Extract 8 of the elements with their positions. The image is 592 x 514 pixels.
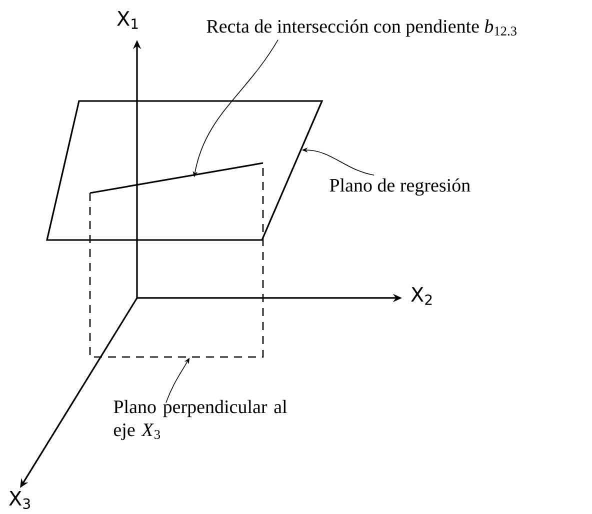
callout-text: Plano perpendicular al eje X$_{3}$	[114, 400, 287, 440]
callout-text: Plano de regresión	[330, 178, 470, 196]
intersection-line	[90, 162, 264, 194]
axis-label: X$_{2}$	[411, 287, 432, 305]
callout-text: Recta de intersección con pendiente b$_{12.3}$	[206, 19, 516, 37]
axis-label: X$_{3}$	[9, 490, 30, 509]
plane-drawing	[46, 100, 324, 241]
axis-label: X$_{1}$	[117, 11, 138, 29]
